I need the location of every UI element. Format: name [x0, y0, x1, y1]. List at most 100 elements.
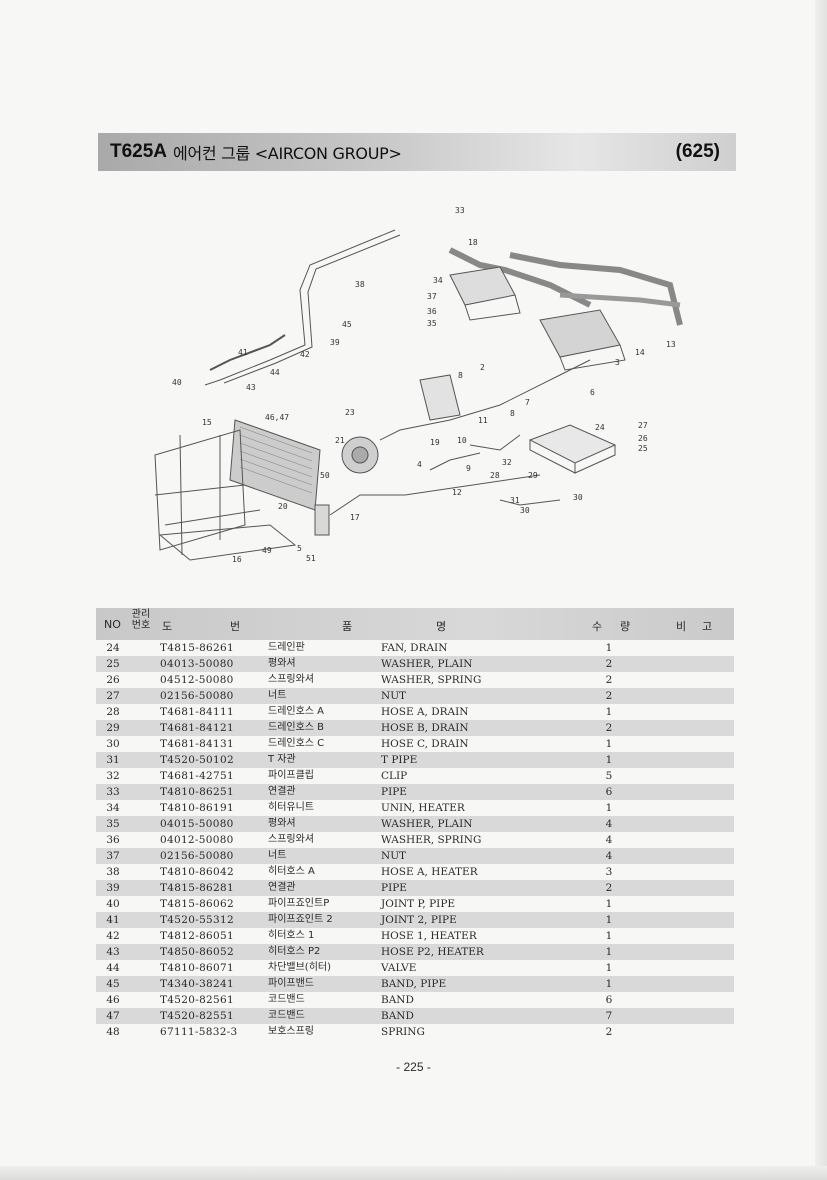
- cell-korean-name: 히터호스 A: [268, 866, 315, 877]
- cell-english-name: UNIN, HEATER: [381, 802, 465, 814]
- cell-english-name: HOSE B, DRAIN: [381, 722, 469, 734]
- cell-english-name: HOSE 1, HEATER: [381, 930, 477, 942]
- cell-english-name: NUT: [381, 850, 407, 862]
- cell-part-number: T4815-86261: [160, 642, 234, 654]
- cell-korean-name: 파이프클립: [268, 770, 314, 781]
- cell-part-number: 04512-50080: [160, 674, 234, 686]
- callout-10: 10: [457, 436, 467, 445]
- cell-korean-name: 연결관: [268, 786, 296, 797]
- table-row: 32 T4681-42751 파이프클립 CLIP 5: [96, 768, 734, 784]
- cell-part-number: 67111-5832-3: [160, 1026, 238, 1038]
- callout-37: 37: [427, 292, 437, 301]
- table-header: NO 관리 번호 도 번 품 명 수 량 비 고: [96, 608, 734, 640]
- cell-no: 32: [106, 770, 120, 782]
- callout-40: 40: [172, 378, 182, 387]
- cell-part-number: 02156-50080: [160, 690, 234, 702]
- page-edge: [815, 0, 827, 1180]
- callout-21: 21: [335, 436, 345, 445]
- cell-english-name: CLIP: [381, 770, 408, 782]
- cell-part-number: T4815-86062: [160, 898, 234, 910]
- callout-33: 33: [455, 206, 465, 215]
- callout-28: 28: [490, 471, 500, 480]
- cell-quantity: 1: [605, 754, 613, 766]
- cell-quantity: 1: [605, 914, 613, 926]
- cell-quantity: 1: [605, 738, 613, 750]
- cell-no: 40: [106, 898, 120, 910]
- cell-quantity: 6: [605, 786, 613, 798]
- cell-no: 35: [106, 818, 120, 830]
- callout-5: 5: [297, 544, 302, 553]
- header-ryang: 량: [620, 620, 631, 633]
- cell-quantity: 1: [605, 962, 613, 974]
- cell-part-number: T4520-55312: [160, 914, 234, 926]
- callout-32: 32: [502, 458, 512, 467]
- callout-3: 3: [615, 358, 620, 367]
- cell-english-name: WASHER, SPRING: [381, 834, 482, 846]
- cell-english-name: WASHER, PLAIN: [381, 658, 473, 670]
- cell-part-number: T4681-42751: [160, 770, 234, 782]
- callout-36: 36: [427, 307, 437, 316]
- cell-korean-name: 드레인호스 B: [268, 722, 325, 733]
- cell-korean-name: 차단밸브(히터): [268, 962, 332, 973]
- cell-korean-name: 드레인판: [268, 642, 305, 653]
- cell-quantity: 2: [605, 1026, 613, 1038]
- section-title-bar: T625A 에어컨 그룹 <AIRCON GROUP> (625): [98, 133, 736, 171]
- cell-no: 38: [106, 866, 120, 878]
- cell-quantity: 2: [605, 722, 613, 734]
- cell-quantity: 5: [605, 770, 613, 782]
- callout-7: 7: [525, 398, 530, 407]
- callout-26: 26: [638, 434, 648, 443]
- cell-part-number: T4520-82561: [160, 994, 234, 1006]
- aircon-group-drawing: 33 18 34 37 36 35 38 45 39 42 41 44 43 4…: [154, 206, 683, 564]
- callout-4: 4: [417, 460, 422, 469]
- callout-30b: 30: [573, 493, 583, 502]
- cell-no: 39: [106, 882, 120, 894]
- cell-english-name: BAND, PIPE: [381, 978, 447, 990]
- cell-no: 33: [106, 786, 120, 798]
- cell-quantity: 1: [605, 706, 613, 718]
- cell-quantity: 1: [605, 898, 613, 910]
- cell-korean-name: 연결관: [268, 882, 296, 893]
- header-pum: 품: [342, 620, 353, 633]
- header-do: 도: [162, 620, 173, 633]
- cell-part-number: T4815-86281: [160, 882, 234, 894]
- cell-part-number: T4810-86042: [160, 866, 234, 878]
- callout-35: 35: [427, 319, 437, 328]
- callout-27: 27: [638, 421, 648, 430]
- cell-part-number: T4520-82551: [160, 1010, 234, 1022]
- callout-8: 8: [458, 371, 463, 380]
- cell-korean-name: 너트: [268, 690, 287, 701]
- callout-12: 12: [452, 488, 462, 497]
- cell-part-number: T4520-50102: [160, 754, 234, 766]
- header-go: 고: [702, 620, 713, 633]
- cell-part-number: T4340-38241: [160, 978, 234, 990]
- cell-part-number: 04013-50080: [160, 658, 234, 670]
- exploded-parts-diagram: 33 18 34 37 36 35 38 45 39 42 41 44 43 4…: [120, 195, 700, 575]
- cell-no: 29: [106, 722, 120, 734]
- callout-16: 16: [232, 555, 242, 564]
- cell-part-number: 02156-50080: [160, 850, 234, 862]
- page-edge-bottom: [0, 1166, 827, 1180]
- cell-part-number: 04012-50080: [160, 834, 234, 846]
- cell-english-name: FAN, DRAIN: [381, 642, 448, 654]
- cell-korean-name: T 자관: [268, 754, 296, 765]
- callout-44: 44: [270, 368, 280, 377]
- callout-29: 29: [528, 471, 538, 480]
- header-gwanri: 관리 번호: [131, 609, 151, 631]
- callout-2: 2: [480, 363, 485, 372]
- cell-english-name: BAND: [381, 1010, 414, 1022]
- header-bi: 비: [676, 620, 687, 633]
